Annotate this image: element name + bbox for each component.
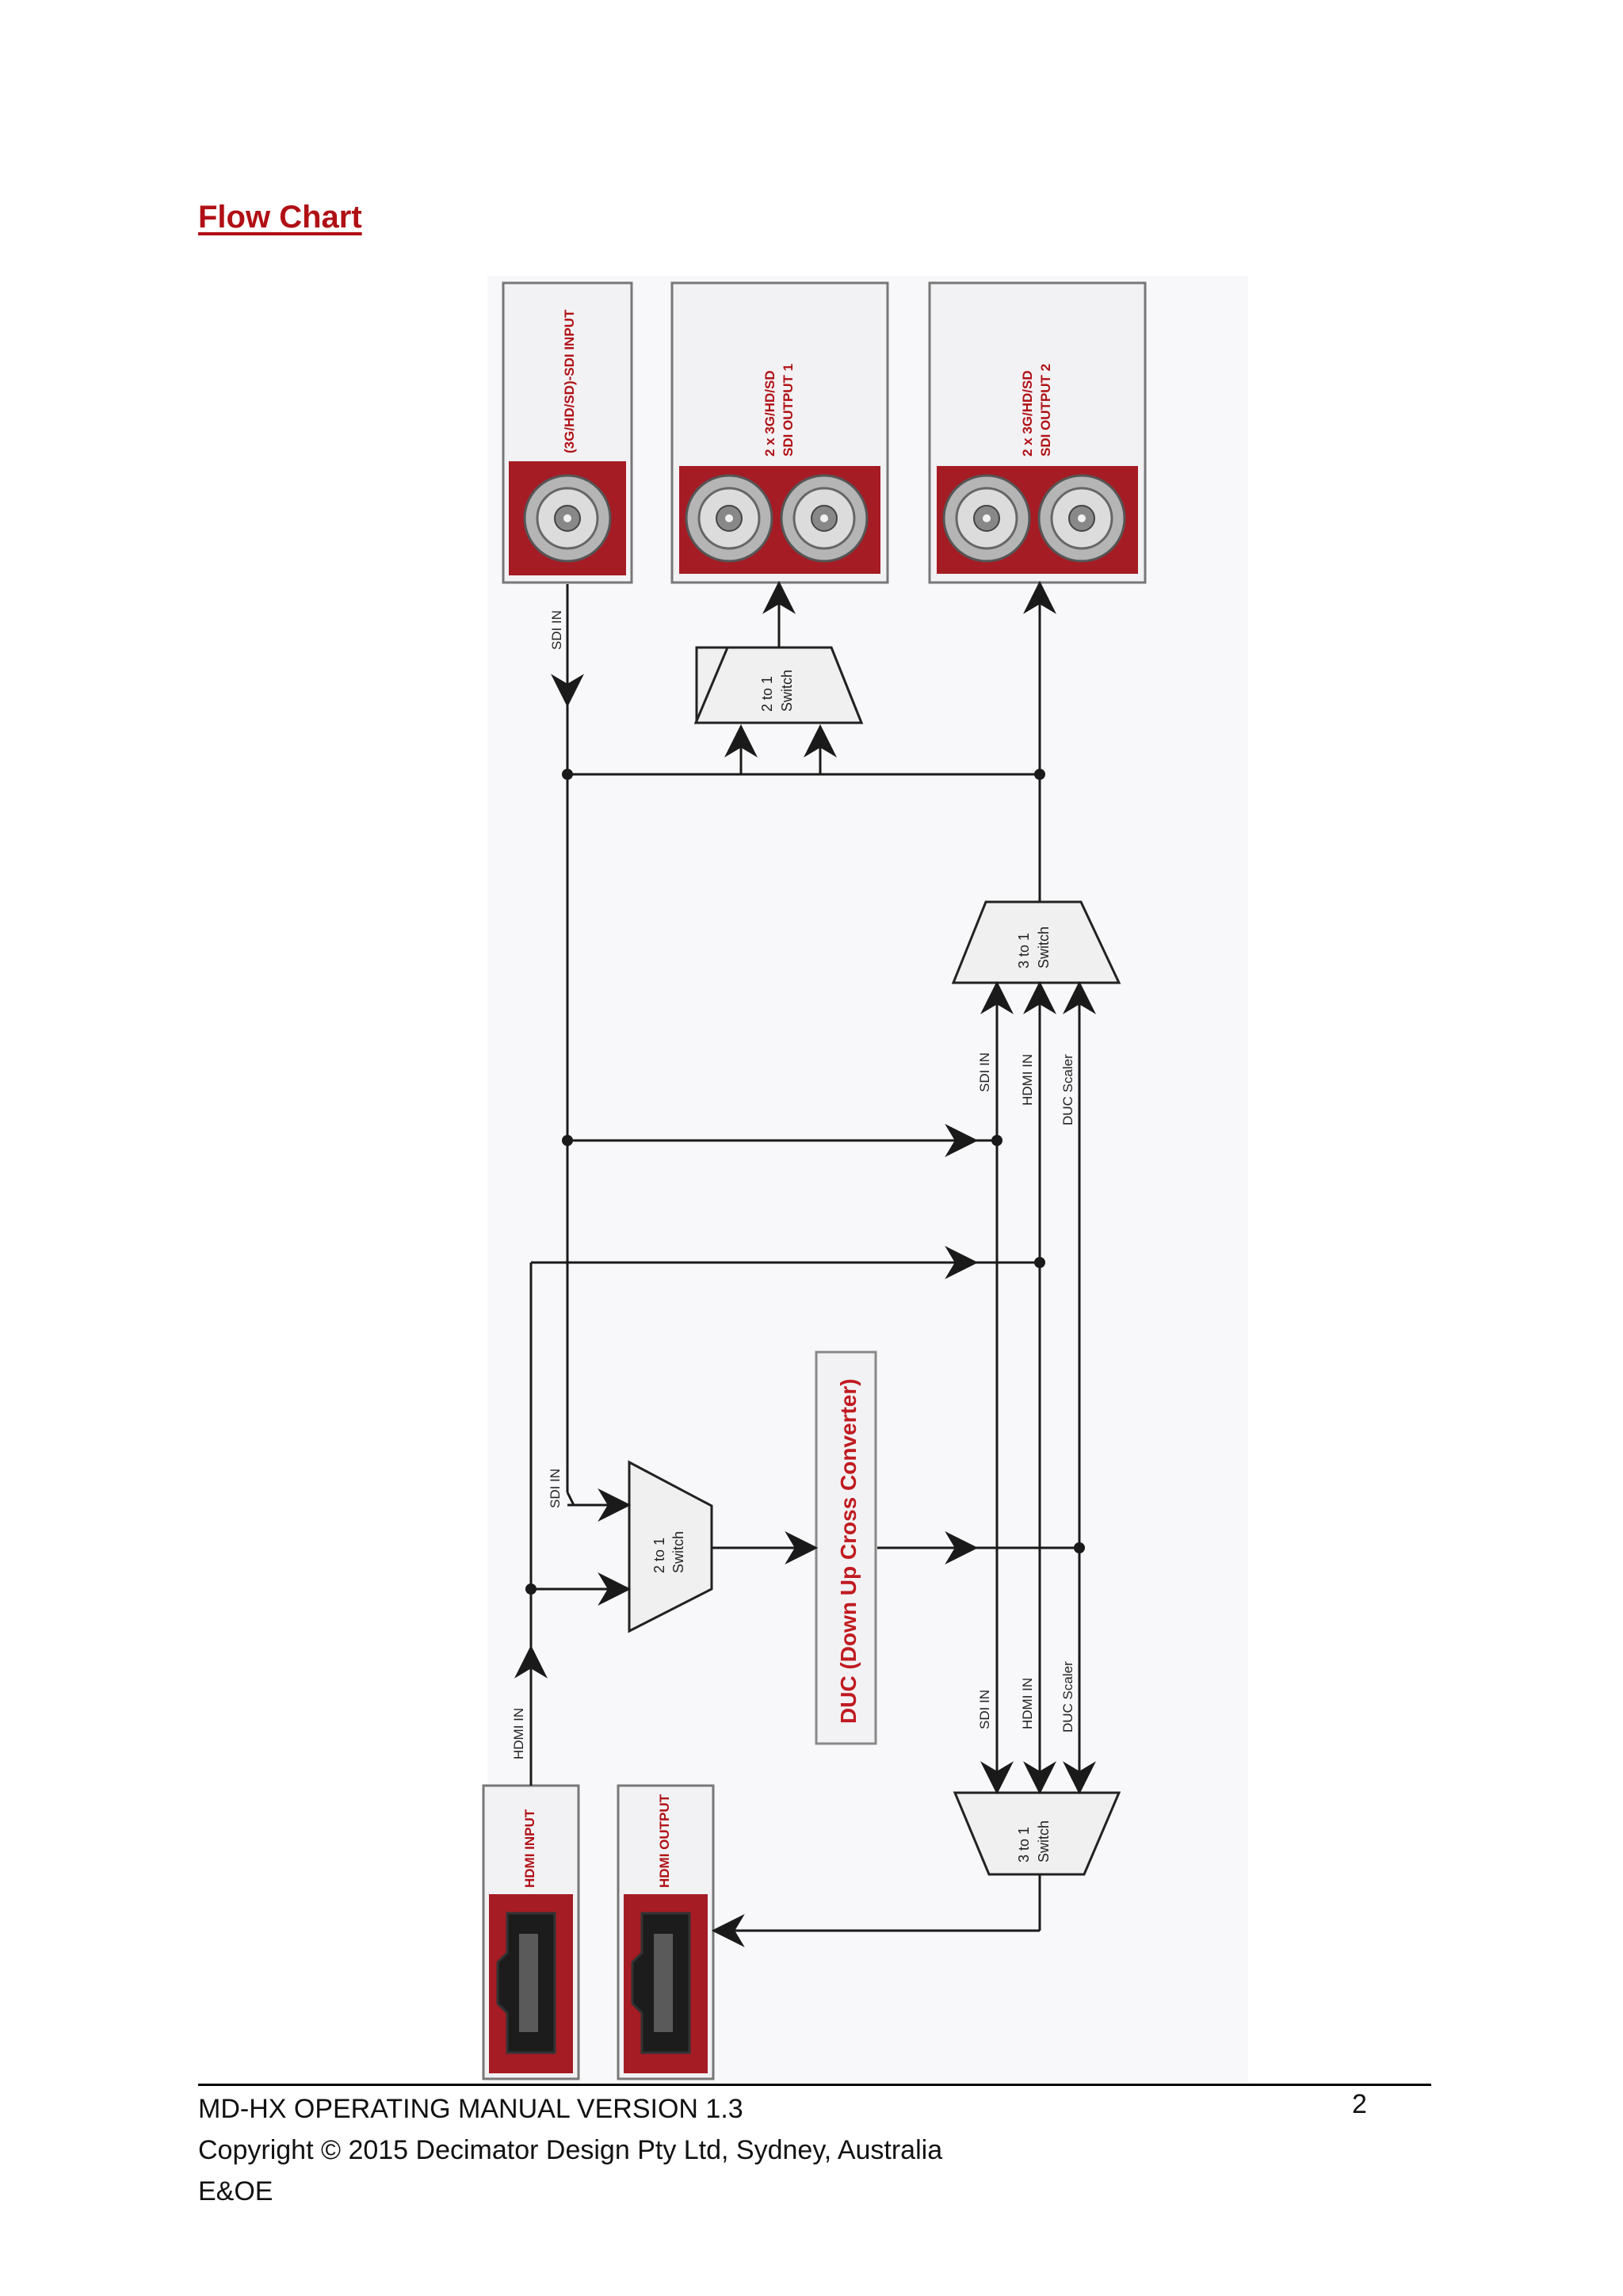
switch-3to1-bottom: 3 to 1 Switch bbox=[953, 1791, 1121, 1876]
sdi-input-device: (3G/HD/SD)-SDI INPUT bbox=[502, 281, 633, 584]
hdmi-input-device: HDMI INPUT bbox=[482, 1784, 580, 2080]
bnc-connector-icon bbox=[1037, 474, 1126, 563]
signal-lines bbox=[514, 580, 1096, 1947]
signal-labels: SDI IN SDI IN HDMI IN DUC Scaler SDI IN … bbox=[511, 610, 1075, 1759]
footer-eoe: E&OE bbox=[198, 2176, 273, 2206]
hdmi-output-device: HDMI OUTPUT bbox=[617, 1784, 715, 2080]
hdmi-output-label: HDMI OUTPUT bbox=[657, 1794, 672, 1888]
footer-divider bbox=[198, 2084, 1431, 2086]
switch-label: 3 to 1 bbox=[1016, 933, 1032, 968]
switch-label: Switch bbox=[1036, 926, 1052, 968]
sdi-input-label: (3G/HD/SD)-SDI INPUT bbox=[562, 309, 577, 453]
switch-label: 3 to 1 bbox=[1016, 1827, 1032, 1862]
sdi-output-1-device: 2 x 3G/HD/SD SDI OUTPUT 1 bbox=[670, 281, 889, 584]
sdi-output-1-label-line1: 2 x 3G/HD/SD bbox=[762, 370, 777, 457]
sdi-in-label-bus-bottom: SDI IN bbox=[977, 1690, 992, 1729]
switch-label: Switch bbox=[779, 670, 795, 712]
sdi-in-label-bus-top: SDI IN bbox=[977, 1052, 992, 1092]
footer-manual-version: MD-HX OPERATING MANUAL VERSION 1.3 bbox=[198, 2094, 743, 2124]
page-heading: Flow Chart bbox=[198, 200, 362, 235]
duc-converter-box: DUC (Down Up Cross Converter) bbox=[815, 1350, 877, 1745]
switch-label: 2 to 1 bbox=[759, 676, 775, 712]
sdi-output-2-label-line2: SDI OUTPUT 2 bbox=[1038, 364, 1053, 457]
bnc-connector-icon bbox=[942, 474, 1031, 563]
bnc-connector-icon bbox=[523, 474, 612, 563]
switch-2to1-middle: 2 to 1 Switch bbox=[628, 1460, 713, 1633]
bnc-connector-icon bbox=[685, 474, 773, 563]
junction-dots bbox=[525, 769, 1085, 1595]
hdmi-in-label-bottom: HDMI IN bbox=[511, 1708, 526, 1759]
hdmi-port-icon bbox=[496, 1912, 556, 2054]
sdi-output-2-device: 2 x 3G/HD/SD SDI OUTPUT 2 bbox=[928, 281, 1147, 584]
hdmi-port-icon bbox=[631, 1912, 691, 2054]
switch-label: Switch bbox=[670, 1531, 686, 1573]
sdi-output-2-label-line1: 2 x 3G/HD/SD bbox=[1020, 370, 1035, 457]
bnc-connector-icon bbox=[780, 474, 869, 563]
switch-label: Switch bbox=[1036, 1820, 1052, 1862]
sdi-in-label-middle: SDI IN bbox=[548, 1469, 563, 1508]
page-number: 2 bbox=[1352, 2089, 1367, 2119]
switch-3to1-right-top: 3 to 1 Switch bbox=[951, 900, 1121, 984]
switch-2to1-top: 2 to 1 Switch bbox=[693, 646, 864, 724]
sdi-output-1-label-line2: SDI OUTPUT 1 bbox=[781, 364, 796, 457]
duc-label: DUC (Down Up Cross Converter) bbox=[836, 1378, 861, 1724]
duc-scaler-label-bus-bottom: DUC Scaler bbox=[1060, 1661, 1075, 1733]
sdi-in-label-top: SDI IN bbox=[549, 610, 564, 650]
hdmi-in-label-bus-bottom: HDMI IN bbox=[1020, 1678, 1035, 1729]
footer-copyright: Copyright © 2015 Decimator Design Pty Lt… bbox=[198, 2135, 943, 2165]
switch-label: 2 to 1 bbox=[651, 1538, 667, 1573]
duc-scaler-label-bus-top: DUC Scaler bbox=[1060, 1054, 1075, 1125]
hdmi-input-label: HDMI INPUT bbox=[522, 1809, 537, 1888]
hdmi-in-label-bus-top: HDMI IN bbox=[1020, 1054, 1035, 1106]
